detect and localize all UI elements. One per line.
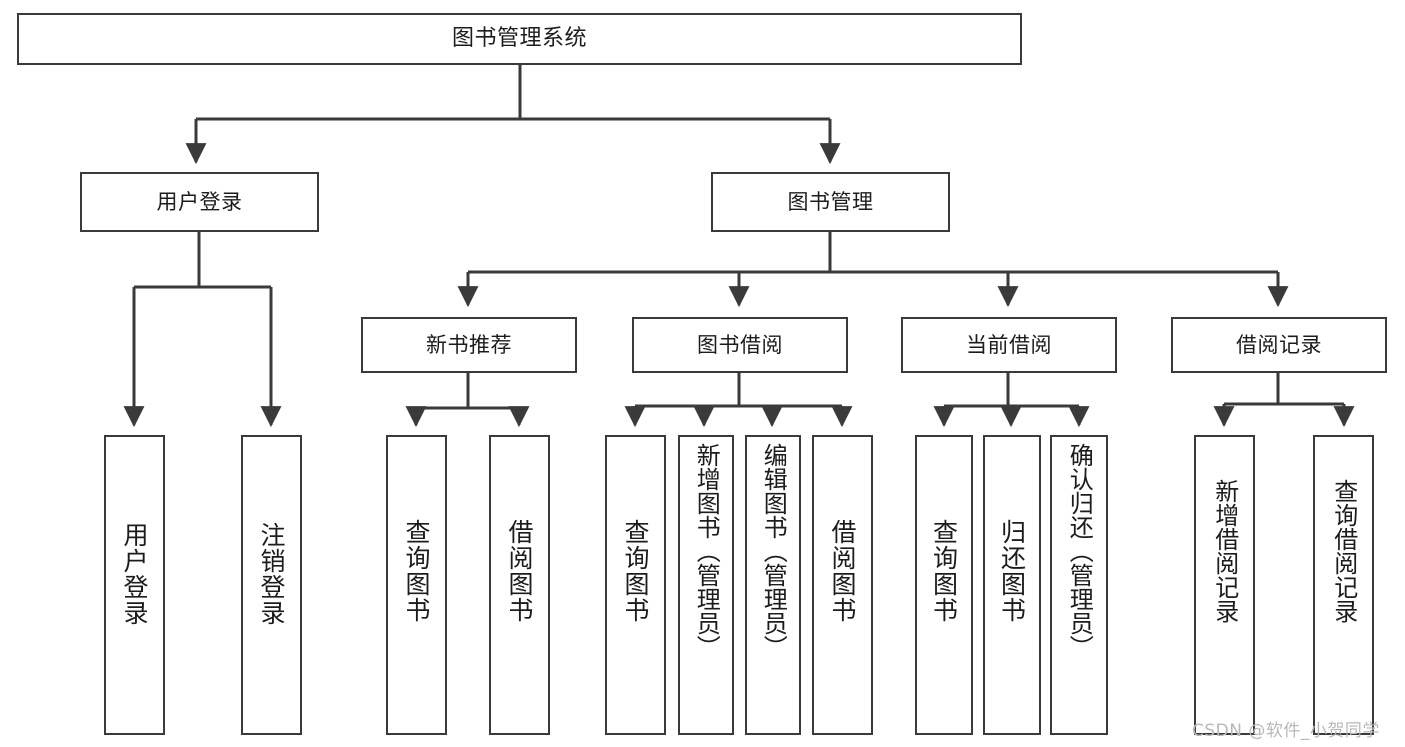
node-leaf-edit-book-label: 编辑图书（管理员）: [759, 443, 788, 659]
node-leaf-query-book-3[interactable]: 查询图书: [915, 435, 973, 735]
node-root[interactable]: 图书管理系统: [17, 13, 1022, 65]
node-leaf-user-logout[interactable]: 注销登录: [241, 435, 302, 735]
node-leaf-user-login[interactable]: 用户登录: [104, 435, 165, 735]
node-user-login[interactable]: 用户登录: [80, 172, 319, 232]
node-borrow-record[interactable]: 借阅记录: [1171, 317, 1387, 373]
node-leaf-return-book[interactable]: 归还图书: [983, 435, 1041, 735]
node-leaf-user-logout-label: 注销登录: [257, 522, 286, 626]
node-leaf-confirm-return-label: 确认归还（管理员）: [1065, 443, 1094, 659]
node-book-borrow-label: 图书借阅: [697, 332, 783, 357]
node-leaf-add-record-label: 新增借阅记录: [1210, 479, 1239, 623]
node-leaf-confirm-return[interactable]: 确认归还（管理员）: [1050, 435, 1108, 735]
node-new-book-recommend[interactable]: 新书推荐: [361, 317, 577, 373]
node-borrow-record-label: 借阅记录: [1236, 332, 1322, 357]
node-leaf-add-book[interactable]: 新增图书（管理员）: [678, 435, 734, 735]
node-leaf-return-book-label: 归还图书: [997, 519, 1027, 623]
node-leaf-borrow-book-2[interactable]: 借阅图书: [812, 435, 873, 735]
node-leaf-add-book-label: 新增图书（管理员）: [692, 443, 721, 659]
node-leaf-query-record-label: 查询借阅记录: [1329, 479, 1358, 623]
node-leaf-query-book-3-label: 查询图书: [929, 519, 959, 623]
csdn-watermark: CSDN @软件_小贺同学: [1192, 721, 1380, 741]
node-leaf-add-record[interactable]: 新增借阅记录: [1194, 435, 1255, 735]
node-book-manage[interactable]: 图书管理: [711, 172, 950, 232]
node-current-borrow-label: 当前借阅: [966, 332, 1052, 357]
node-leaf-borrow-book-1[interactable]: 借阅图书: [489, 435, 550, 735]
node-leaf-borrow-book-1-label: 借阅图书: [505, 519, 534, 623]
node-leaf-borrow-book-2-label: 借阅图书: [828, 519, 857, 623]
node-user-login-label: 用户登录: [156, 189, 243, 214]
node-current-borrow[interactable]: 当前借阅: [901, 317, 1117, 373]
node-leaf-query-book-1[interactable]: 查询图书: [386, 435, 447, 735]
node-root-label: 图书管理系统: [451, 26, 587, 51]
node-leaf-query-book-1-label: 查询图书: [402, 519, 431, 623]
node-leaf-query-record[interactable]: 查询借阅记录: [1313, 435, 1374, 735]
node-leaf-user-login-label: 用户登录: [120, 522, 149, 626]
node-book-manage-label: 图书管理: [787, 189, 874, 214]
node-new-book-recommend-label: 新书推荐: [426, 332, 512, 357]
node-leaf-query-book-2-label: 查询图书: [621, 519, 650, 623]
node-leaf-query-book-2[interactable]: 查询图书: [605, 435, 666, 735]
node-leaf-edit-book[interactable]: 编辑图书（管理员）: [745, 435, 801, 735]
node-book-borrow[interactable]: 图书借阅: [632, 317, 848, 373]
